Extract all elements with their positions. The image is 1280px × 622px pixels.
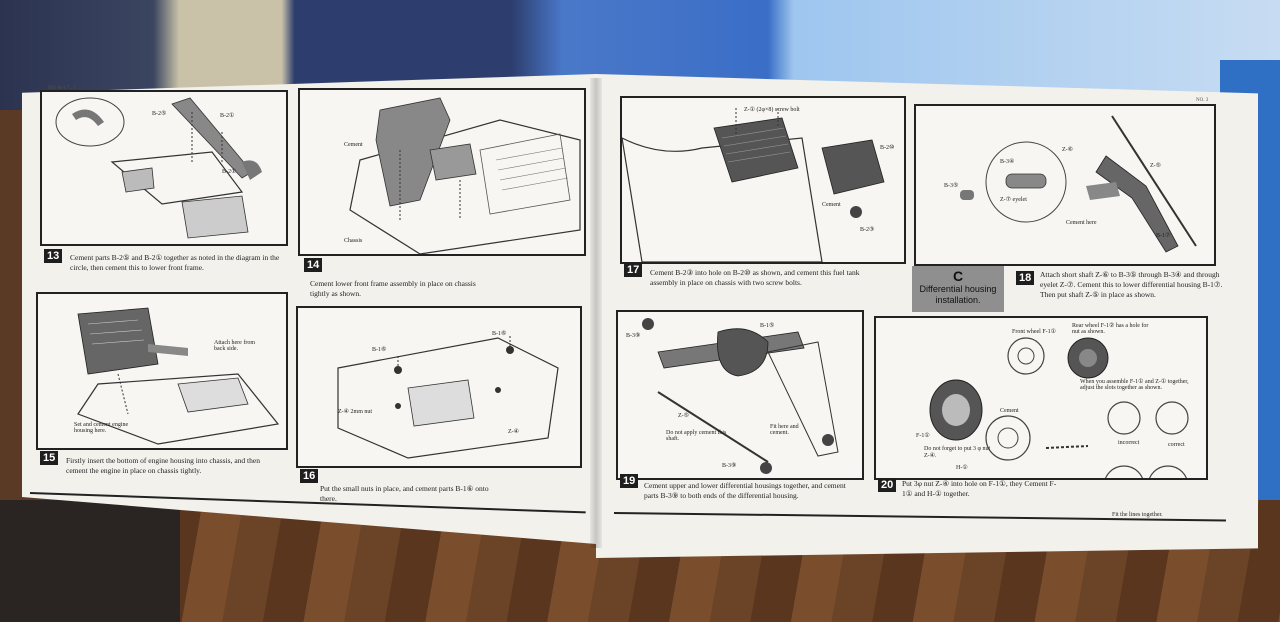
label-16-0: B-1⑥ bbox=[372, 347, 387, 353]
label-20-2: When you assemble F-1① and Z-① together,… bbox=[1080, 379, 1189, 391]
label-20-4: F-1① bbox=[916, 433, 930, 439]
wheel-assembly-illustration bbox=[929, 337, 1189, 478]
label-14-1: Chassis bbox=[344, 238, 363, 244]
engine-chassis-illustration bbox=[77, 307, 280, 445]
booklet-spine bbox=[590, 78, 602, 548]
step-13-caption: Cement parts B-2⑤ and B-2① together as n… bbox=[70, 253, 280, 272]
label-18-1: B-3④ bbox=[1000, 159, 1015, 165]
step-14-caption: Cement lower front frame assembly in pla… bbox=[310, 279, 476, 298]
section-title: Differential housing installation. bbox=[919, 284, 997, 305]
step-13-number: 13 bbox=[44, 249, 63, 263]
label-19-0: B-1⑤ bbox=[760, 323, 775, 329]
step-19-caption: Cement upper and lower differential hous… bbox=[644, 481, 846, 500]
label-20-7: incorrect bbox=[1118, 440, 1140, 446]
label-13-1: B-2① bbox=[220, 113, 235, 119]
label-18-0: Z-⑥ bbox=[1062, 147, 1074, 153]
differential-housing-illustration bbox=[642, 318, 839, 474]
differential-shaft-illustration bbox=[960, 115, 1197, 253]
label-15-0: Attach here from back side. bbox=[214, 340, 255, 352]
label-20-6: H-① bbox=[956, 465, 968, 471]
chassis-frame-illustration bbox=[349, 97, 581, 254]
label-17-3: B-2③ bbox=[860, 227, 875, 233]
label-19-5: B-3⑨ bbox=[722, 463, 737, 469]
step-19-diagram bbox=[616, 310, 864, 480]
step-19-number: 19 bbox=[620, 474, 639, 488]
label-19-3: Do not apply cement this shaft. bbox=[666, 430, 727, 442]
label-18-3: B-3⑤ bbox=[944, 183, 959, 189]
step-17-diagram bbox=[620, 96, 906, 264]
step-20-number: 20 bbox=[878, 478, 897, 492]
label-16-1: B-1⑥ bbox=[492, 331, 507, 337]
step-15-diagram bbox=[36, 292, 288, 450]
label-16-3: Z-④ bbox=[508, 429, 520, 435]
step-20-caption: Put 3φ nut Z-④ into hole on F-1①, they C… bbox=[902, 479, 1057, 498]
chassis-nuts-illustration bbox=[337, 336, 559, 459]
dark-cloth bbox=[0, 500, 180, 622]
step-18-diagram bbox=[914, 104, 1216, 266]
label-15-1: Set and cement engine housing here. bbox=[74, 422, 129, 434]
label-14-0: Cement bbox=[344, 142, 363, 148]
step-16-caption: Put the small nuts in place, and cement … bbox=[320, 484, 489, 503]
label-20-5: Do not forget to put 3 φ nut Z-④. bbox=[924, 446, 991, 459]
step-14-number: 14 bbox=[304, 258, 323, 272]
page-code-left: NO. K-1 7 . 5 bbox=[48, 86, 76, 91]
label-20-3: Cement bbox=[1000, 408, 1019, 414]
step-20-diagram bbox=[874, 316, 1208, 480]
label-17-1: B-2⑩ bbox=[880, 145, 895, 151]
step-17-caption: Cement B-2③ into hole on B-2⑩ as shown, … bbox=[650, 268, 860, 287]
label-20-1: Rear wheel F-1② has a hole for nut as sh… bbox=[1072, 323, 1149, 335]
step-18-number: 18 bbox=[1016, 271, 1035, 285]
label-13-2: B-2① bbox=[222, 169, 237, 175]
label-20-0: Front wheel F-1① bbox=[1012, 329, 1057, 335]
frame-parts-illustration bbox=[55, 97, 262, 239]
label-19-2: Z-⑤ bbox=[678, 413, 690, 419]
label-20-8: correct bbox=[1168, 442, 1185, 448]
step-17-number: 17 bbox=[624, 263, 643, 277]
step-13-diagram bbox=[40, 90, 288, 246]
step-18-caption: Attach short shaft Z-⑥ to B-3⑤ through B… bbox=[1040, 270, 1223, 299]
label-18-4: Z-⑦ eyelet bbox=[1000, 197, 1027, 203]
label-18-6: B-1⑦ bbox=[1156, 233, 1171, 239]
label-19-1: B-3⑨ bbox=[626, 333, 641, 339]
section-letter: C bbox=[952, 268, 964, 284]
label-19-4: Fit here and cement. bbox=[770, 424, 799, 436]
page-code-right: NO. 3 bbox=[1196, 98, 1209, 103]
step-14-diagram bbox=[298, 88, 586, 256]
step-16-diagram bbox=[296, 306, 582, 468]
label-17-2: Cement bbox=[822, 202, 841, 208]
label-18-2: Z-⑤ bbox=[1150, 163, 1162, 169]
fuel-tank-illustration bbox=[622, 108, 885, 262]
label-20-9: Fit the lines together. bbox=[1112, 512, 1163, 518]
section-c-header: C Differential housing installation. bbox=[912, 266, 1004, 312]
label-18-5: Cement here bbox=[1066, 220, 1097, 226]
step-16-number: 16 bbox=[300, 469, 319, 483]
label-16-2: Z-④ 2mm nut bbox=[338, 409, 373, 415]
label-13-0: B-2⑤ bbox=[152, 111, 167, 117]
step-15-number: 15 bbox=[40, 451, 59, 465]
label-17-0: Z-① (2φ×8) screw bolt bbox=[744, 107, 800, 113]
step-15-caption: Firstly insert the bottom of engine hous… bbox=[66, 456, 260, 475]
